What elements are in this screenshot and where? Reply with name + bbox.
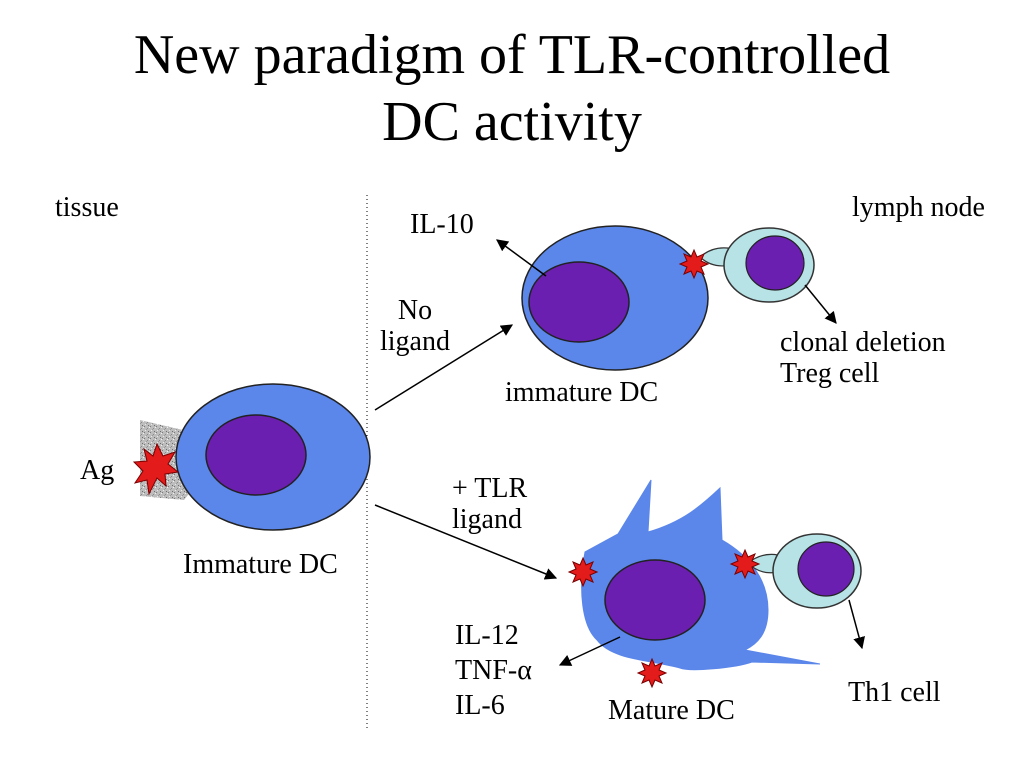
mature-receptor-bottom-icon <box>636 657 668 689</box>
antigen-burst-icon <box>132 442 180 496</box>
region-label-lymph-node: lymph node <box>852 192 985 223</box>
upper-outcome-label: clonal deletion Treg cell <box>780 327 946 390</box>
title-line-1: New paradigm of TLR-controlled <box>133 24 891 86</box>
lower-receptor-star-icon <box>729 548 761 580</box>
mature-receptor-left-icon <box>567 556 599 588</box>
upper-receptor-star-icon <box>678 248 710 280</box>
title-line-2: DC activity <box>382 91 642 154</box>
clonal-deletion-label: clonal deletion <box>780 327 946 358</box>
cytokines-arrow <box>558 636 621 666</box>
il6-label: IL-6 <box>455 690 505 721</box>
immature-dc-left-label: Immature DC <box>183 549 338 580</box>
no-ligand-label: No ligand <box>365 295 465 358</box>
immature-dc-right-label: immature DC <box>505 377 659 408</box>
tlr-ligand-line-2: ligand <box>452 503 522 535</box>
lower-t-cell-nucleus <box>797 541 855 597</box>
arrow-to-clonal-deletion <box>804 284 837 324</box>
arrow-to-immature-dc <box>374 324 514 411</box>
cytokines-label: IL-12 TNF-α IL-6 <box>455 618 532 723</box>
il10-label: IL-10 <box>410 209 474 240</box>
arrow-to-th1-cell <box>848 599 865 650</box>
antigen-label: Ag <box>80 455 115 486</box>
no-ligand-line-1: No <box>397 295 433 326</box>
tlr-ligand-line-1: + TLR <box>452 473 528 504</box>
region-label-tissue: tissue <box>55 192 119 223</box>
immature-dc-right-nucleus <box>528 261 630 343</box>
immature-dc-left-nucleus <box>205 414 307 496</box>
tlr-ligand-label: + TLR ligand <box>452 473 528 536</box>
mature-dc-nucleus <box>604 559 706 641</box>
th1-cell-label: Th1 cell <box>848 677 941 708</box>
no-ligand-line-2: ligand <box>380 325 450 357</box>
il12-label: IL-12 <box>455 620 519 651</box>
il10-arrow <box>496 239 547 277</box>
mature-dc-label: Mature DC <box>608 695 735 726</box>
upper-t-cell-nucleus <box>745 235 805 291</box>
treg-cell-label: Treg cell <box>780 357 880 389</box>
tnf-alpha-label: TNF-α <box>455 655 532 686</box>
slide-title: New paradigm of TLR-controlled DC activi… <box>0 22 1024 156</box>
arrow-to-mature-dc <box>374 504 558 580</box>
